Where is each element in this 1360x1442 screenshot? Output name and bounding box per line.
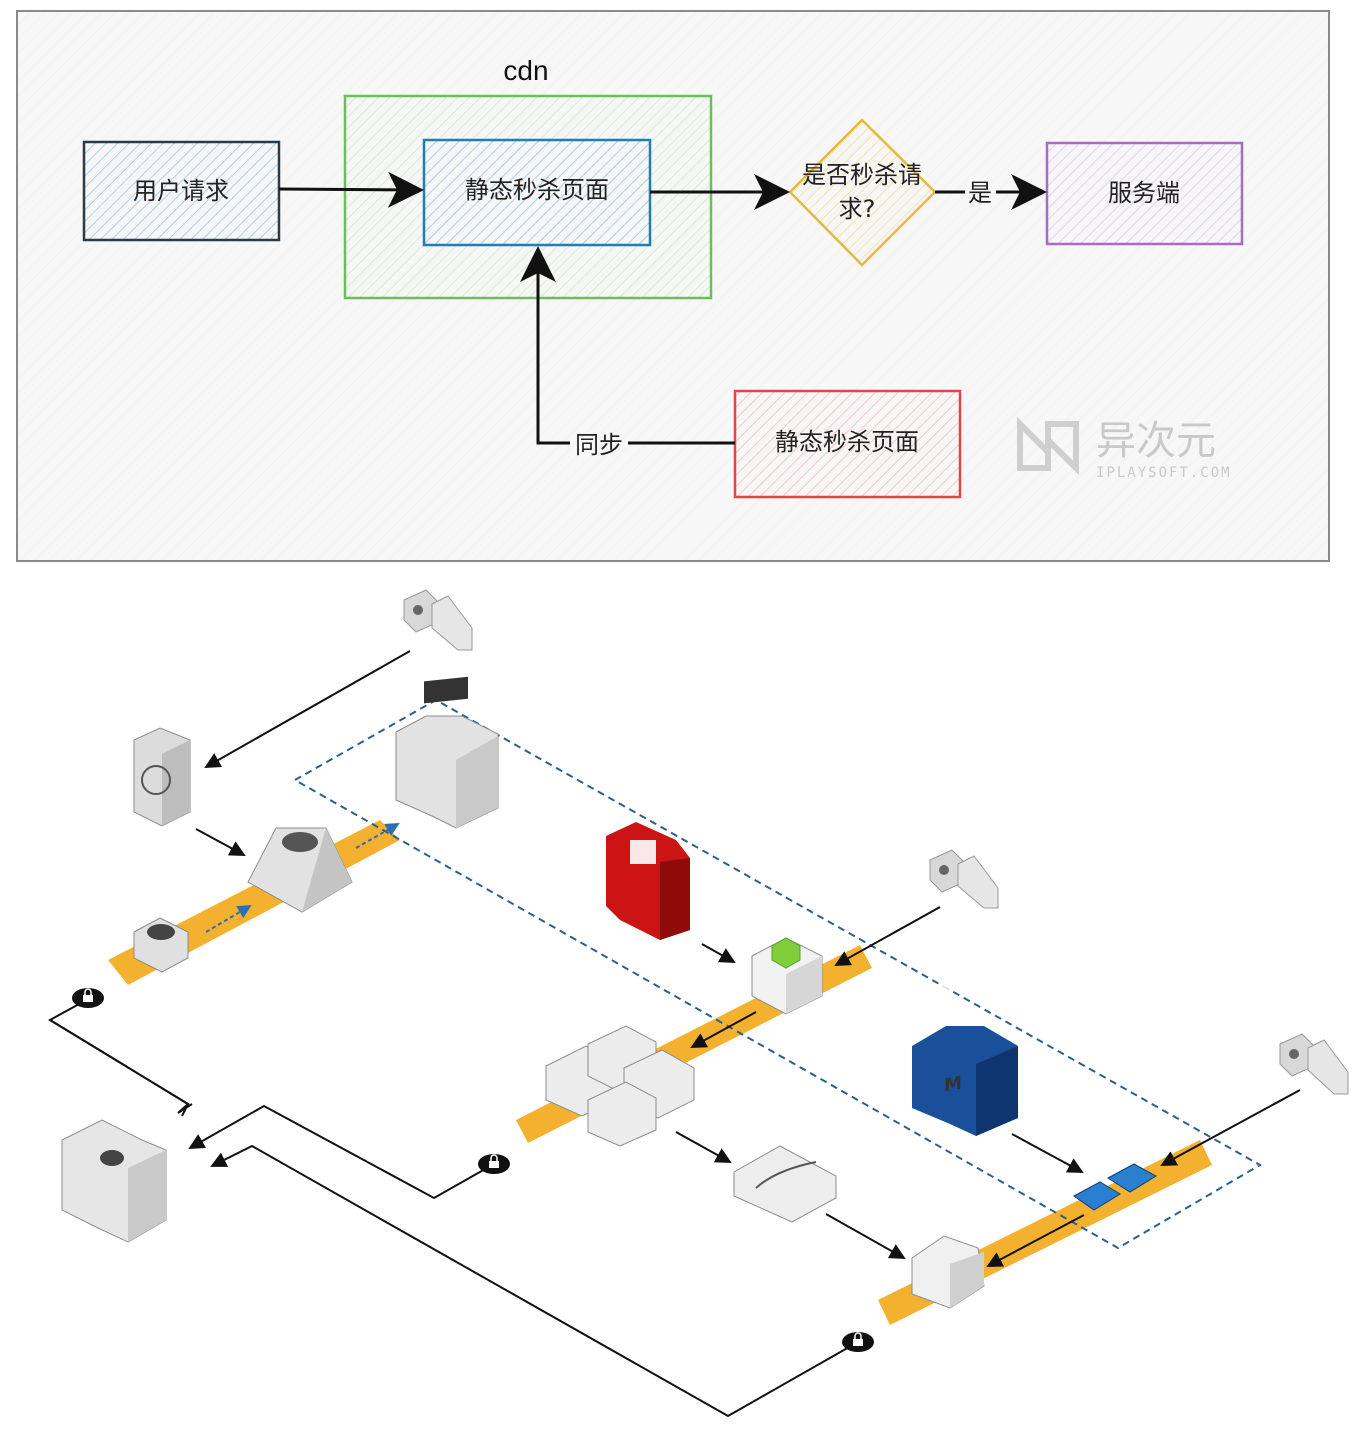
static-page-label: 静态秒杀页面 bbox=[465, 176, 609, 204]
decision-label-line1: 是否秒杀请 bbox=[802, 161, 922, 189]
queue-icon bbox=[1073, 1163, 1157, 1211]
user-request-node: 用户请求 bbox=[82, 140, 281, 242]
user-client-icon bbox=[929, 849, 999, 909]
decision-label-line2: 求? bbox=[839, 195, 876, 223]
static-page-source-label: 静态秒杀页面 bbox=[775, 428, 919, 456]
svg-text:M: M bbox=[944, 1073, 962, 1097]
web-server-icon bbox=[751, 937, 823, 1015]
dashed-group-boundary bbox=[292, 698, 1263, 1250]
connectors bbox=[48, 650, 1301, 1418]
lock-badges bbox=[72, 988, 874, 1352]
static-page-source-node: 静态秒杀页面 bbox=[733, 389, 962, 499]
cdn-label: cdn bbox=[503, 55, 548, 86]
sync-label: 同步 bbox=[575, 431, 623, 459]
cdn-edge-building-icon bbox=[395, 676, 499, 829]
server-node: 服务端 bbox=[1045, 141, 1244, 246]
arrow-sync-to-page bbox=[520, 246, 570, 445]
user-client-icon bbox=[403, 589, 473, 651]
decision-node: 是否秒杀请 求? bbox=[788, 118, 937, 267]
load-balancer-icon bbox=[247, 827, 353, 913]
arrow-user-to-page bbox=[278, 171, 424, 208]
lock-icon bbox=[842, 1332, 874, 1352]
gateway-building-icon bbox=[61, 1119, 167, 1243]
blue-database-icon bbox=[912, 965, 1018, 1136]
watermark: 异次元 IPLAYSOFT.COM bbox=[1017, 416, 1232, 481]
static-page-node: 静态秒杀页面 bbox=[422, 138, 652, 247]
dns-server-icon bbox=[133, 727, 191, 827]
instance-cluster-icon bbox=[545, 1025, 695, 1147]
storage-icon bbox=[733, 1145, 837, 1223]
lock-icon bbox=[478, 1154, 510, 1174]
lock-icon bbox=[72, 988, 104, 1008]
m-node-icon: M bbox=[911, 1073, 985, 1309]
watermark-logo-icon bbox=[1017, 416, 1079, 476]
server-label: 服务端 bbox=[1108, 179, 1180, 207]
small-node-icon bbox=[133, 917, 189, 973]
yes-label: 是 bbox=[968, 179, 992, 207]
user-request-label: 用户请求 bbox=[133, 177, 229, 205]
user-client-icon bbox=[1279, 1033, 1349, 1095]
watermark-cn: 异次元 bbox=[1096, 418, 1216, 464]
watermark-en: IPLAYSOFT.COM bbox=[1096, 465, 1232, 481]
red-database-icon bbox=[606, 822, 690, 940]
